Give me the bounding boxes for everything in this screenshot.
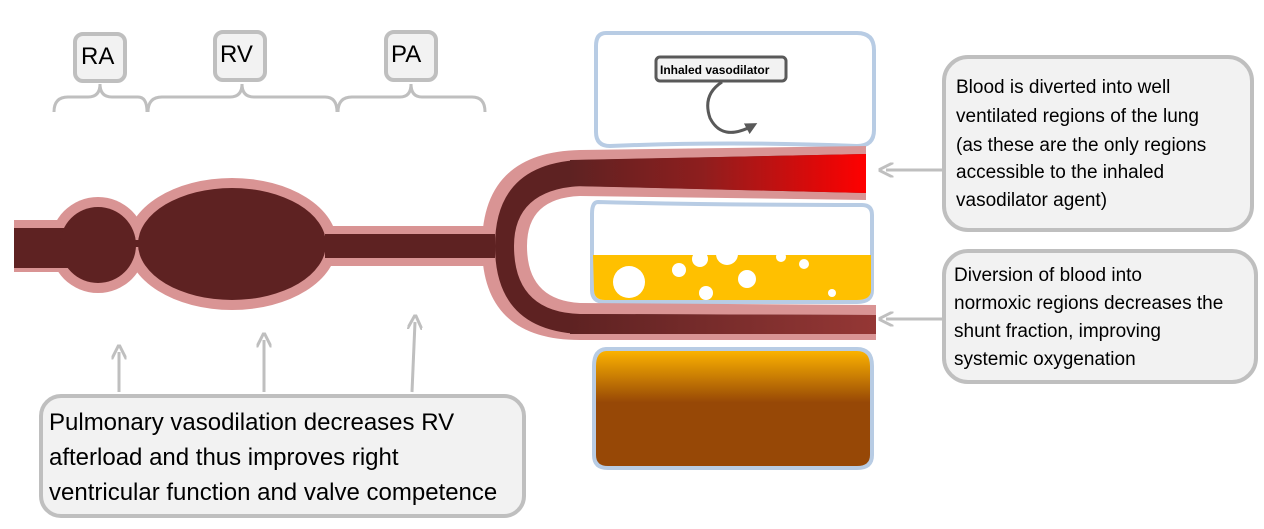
callout-bottom-line: afterload and thus improves right bbox=[49, 444, 399, 471]
callout-ventilated-diversion: Blood is diverted into well ventilated r… bbox=[942, 55, 1254, 232]
callout-bottom-line: ventricular function and valve competenc… bbox=[49, 479, 497, 506]
label-rv: RV bbox=[213, 30, 267, 82]
bubbles bbox=[613, 243, 836, 300]
vessel-system bbox=[14, 146, 876, 340]
callout-rv-afterload: Pulmonary vasodilation decreases RV afte… bbox=[39, 394, 526, 518]
circular-arrow-icon bbox=[706, 80, 758, 135]
callout-top-line: (as these are the only regions bbox=[956, 135, 1206, 156]
callout-top-line: vasodilator agent) bbox=[956, 190, 1107, 211]
brace-pa bbox=[336, 83, 487, 113]
pointer-arrows-bottom bbox=[119, 322, 415, 393]
callout-shunt-fraction: Diversion of blood into normoxic regions… bbox=[942, 249, 1258, 384]
oxygenated-capillary bbox=[570, 154, 866, 193]
callout-mid-line: systemic oxygenation bbox=[954, 349, 1136, 370]
brace-ra bbox=[52, 83, 149, 113]
brace-rv bbox=[146, 83, 339, 113]
callout-bottom-line: Pulmonary vasodilation decreases RV bbox=[49, 409, 454, 436]
svg-text:Blood is diverted into well: Blood is diverted into well ventilated r… bbox=[956, 77, 1212, 211]
label-pa: PA bbox=[384, 30, 438, 82]
label-rv-text: RV bbox=[220, 41, 253, 68]
shunt-capillary bbox=[570, 314, 876, 334]
svg-text:Pulmonary vasodilation decreas: Pulmonary vasodilation decreases RV afte… bbox=[49, 409, 497, 506]
svg-text:Diversion of blood into: Diversion of blood into normoxic regions… bbox=[954, 265, 1229, 370]
callout-mid-line: Diversion of blood into bbox=[954, 265, 1142, 286]
inhaled-vasodilator-label: Inhaled vasodilator bbox=[660, 63, 770, 77]
alveolus-consolidated bbox=[592, 347, 874, 470]
label-ra: RA bbox=[73, 32, 127, 83]
callout-top-line: ventilated regions of the lung bbox=[956, 106, 1199, 127]
callout-top-line: accessible to the inhaled bbox=[956, 162, 1164, 183]
callout-top-line: Blood is diverted into well bbox=[956, 77, 1170, 98]
alveolus-ventilated: Inhaled vasodilator bbox=[594, 31, 876, 149]
label-ra-text: RA bbox=[81, 43, 114, 70]
pointer-arrows-right bbox=[886, 170, 942, 319]
alveolus-fluid bbox=[590, 199, 874, 304]
callout-mid-line: shunt fraction, improving bbox=[954, 321, 1161, 342]
chamber-braces bbox=[52, 83, 487, 113]
label-pa-text: PA bbox=[391, 41, 421, 68]
callout-mid-line: normoxic regions decreases the bbox=[954, 293, 1223, 314]
